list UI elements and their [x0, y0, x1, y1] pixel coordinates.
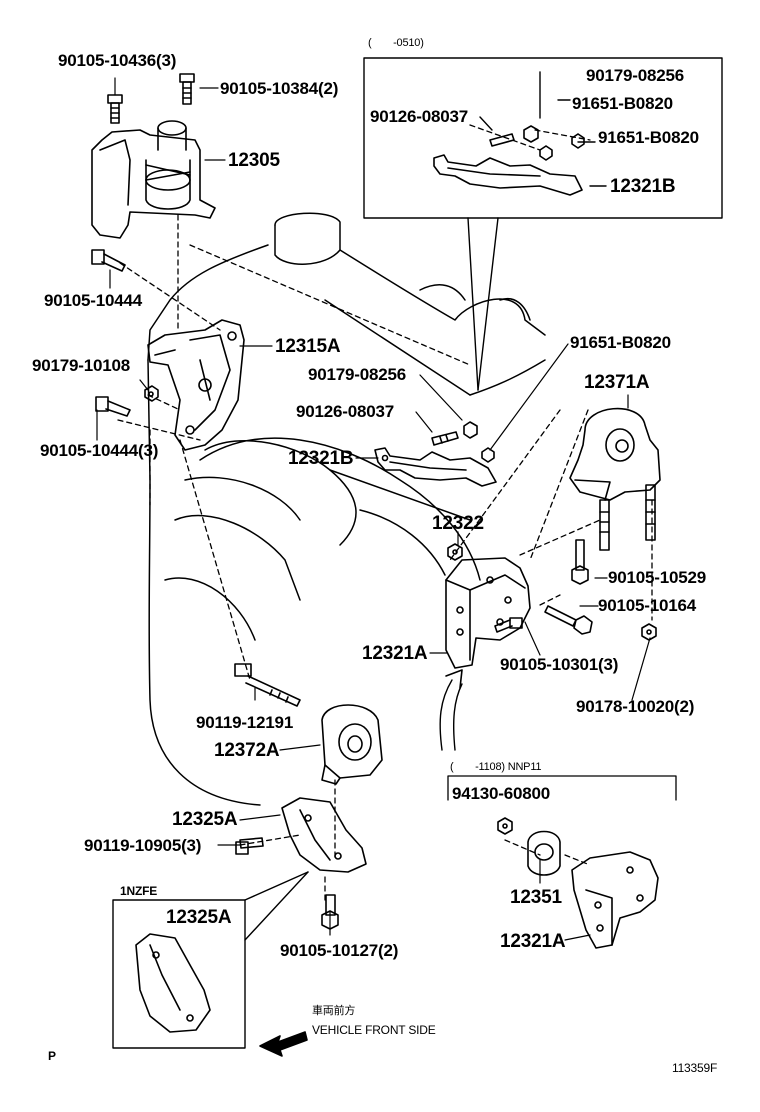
label-12321B: 12321B [288, 448, 354, 469]
bolt-90105-10436 [107, 94, 123, 124]
label-12371A: 12371A [584, 372, 650, 393]
front-arrow [259, 1031, 308, 1057]
nzfe-label-12325A: 12325A [166, 907, 232, 928]
inset-stud-90126-08037 [489, 133, 515, 147]
label-90105-10127: 90105-10127(2) [280, 941, 399, 960]
inset-label-12321B: 12321B [610, 176, 676, 197]
inset-label-90126-08037: 90126-08037 [370, 107, 469, 126]
nnp-range-label: ( -1108) NNP11 [450, 761, 542, 773]
label-12325A: 12325A [172, 809, 238, 830]
label-90105-10301: 90105-10301(3) [500, 655, 619, 674]
label-12351: 12351 [510, 887, 562, 908]
bracket-12321A [445, 557, 531, 669]
bolt-90105-10444 [91, 249, 126, 272]
nut-12322 [447, 543, 463, 561]
nzfe-bracket-12325A [135, 933, 211, 1033]
figure-number: 113359F [672, 1061, 718, 1075]
bracket-12315A [147, 319, 245, 451]
bolt-90105-10444-3 [95, 396, 131, 417]
bracket-12321A-lower [571, 851, 659, 949]
label-90105-10529: 90105-10529 [608, 568, 707, 587]
front-side-jp: 車両前方 [312, 1005, 356, 1017]
inset-label-90179-08256: 90179-08256 [586, 66, 685, 85]
bolt-90105-10301 [494, 617, 523, 633]
label-94130-60800: 94130-60800 [452, 784, 551, 803]
bolt-90119-12191 [234, 663, 301, 707]
label-90179-10108: 90179-10108 [32, 356, 131, 375]
engine-code-label: 1NZFE [120, 884, 158, 898]
label-12322: 12322 [432, 513, 484, 534]
mount-12372A [321, 704, 383, 785]
bolt-90105-10127 [321, 894, 339, 930]
nzfe-inset-frame [112, 871, 309, 1049]
label-90105-10444: 90105-10444 [44, 291, 143, 310]
leader-lines [96, 77, 651, 941]
inset-bolt-91651-B0820-b [571, 133, 585, 149]
cushion-12351 [527, 830, 561, 876]
label-12305: 12305 [228, 150, 280, 171]
label-12372A: 12372A [214, 740, 280, 761]
bolt-90119-10905 [235, 837, 264, 855]
label-90105-10436: 90105-10436(3) [58, 51, 177, 70]
nut-90179-08256 [463, 421, 478, 439]
label-91651-B0820: 91651-B0820 [570, 333, 671, 352]
bolt-90105-10384 [179, 73, 195, 105]
stud-90126-08037 [431, 431, 459, 446]
inset-range-label: ( -0510) [368, 37, 424, 49]
inset-bracket-12321B [433, 154, 583, 196]
label-90126-08037: 90126-08037 [296, 402, 395, 421]
inset-label-91651-B0820-a: 91651-B0820 [572, 94, 673, 113]
inset-parts [433, 125, 585, 196]
bracket-12325A [281, 797, 367, 873]
corner-p-mark: P [48, 1049, 56, 1063]
direction-arrow [439, 669, 463, 751]
label-12315A: 12315A [275, 336, 341, 357]
engine-mount-12305 [91, 120, 216, 239]
top-inset-frame [363, 57, 723, 391]
label-90178-10020: 90178-10020(2) [576, 697, 695, 716]
nut-90178-10020 [641, 623, 657, 641]
bolt-90105-10529 [571, 539, 589, 585]
label-90179-08256: 90179-08256 [308, 365, 407, 384]
inset-nut-90179-08256 [523, 125, 539, 143]
nut-90179-10108 [144, 385, 159, 402]
inset-bolt-91651-B0820 [539, 145, 553, 161]
assembly-dashed-lines [117, 124, 653, 901]
label-90105-10384: 90105-10384(2) [220, 79, 339, 98]
label-90119-12191: 90119-12191 [196, 713, 294, 732]
mount-12371A [569, 407, 661, 551]
bolt-91651-B0820 [481, 447, 495, 463]
label-90105-10164: 90105-10164 [598, 596, 697, 615]
engine-outline [147, 212, 546, 806]
inset-label-91651-B0820-b: 91651-B0820 [598, 128, 699, 147]
label-90119-10905: 90119-10905(3) [84, 836, 202, 855]
bracket-12321B [374, 447, 497, 487]
nut-94130-60800 [497, 817, 513, 835]
front-side-en: VEHICLE FRONT SIDE [312, 1023, 436, 1037]
label-12321A-lower: 12321A [500, 931, 566, 952]
bolt-90105-10164 [544, 605, 593, 635]
label-90105-10444-3: 90105-10444(3) [40, 441, 159, 460]
label-12321A: 12321A [362, 643, 428, 664]
nnp-inset-frame [447, 775, 677, 801]
